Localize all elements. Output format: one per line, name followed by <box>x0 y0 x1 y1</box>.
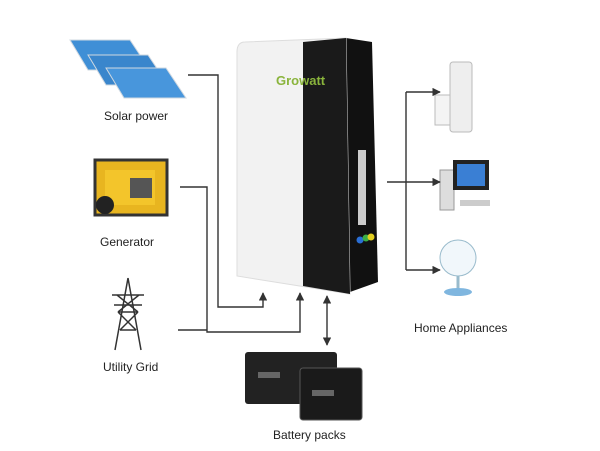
solar-panel-icon <box>69 39 187 99</box>
computer-icon <box>439 160 490 211</box>
power-tower-icon <box>112 277 144 351</box>
brand-logo: Growatt <box>276 73 326 88</box>
generator-label: Generator <box>100 235 155 249</box>
home-appliances-label: Home Appliances <box>414 321 508 335</box>
battery-icon <box>245 352 363 421</box>
utility-grid-label: Utility Grid <box>103 360 159 374</box>
connection-lines <box>178 74 441 346</box>
air-conditioner-icon <box>434 61 473 133</box>
generator-icon <box>93 158 169 217</box>
fan-icon <box>439 239 477 296</box>
solar-power-label: Solar power <box>104 109 169 123</box>
battery-packs-label: Battery packs <box>273 428 346 442</box>
inverter-unit <box>236 37 378 295</box>
